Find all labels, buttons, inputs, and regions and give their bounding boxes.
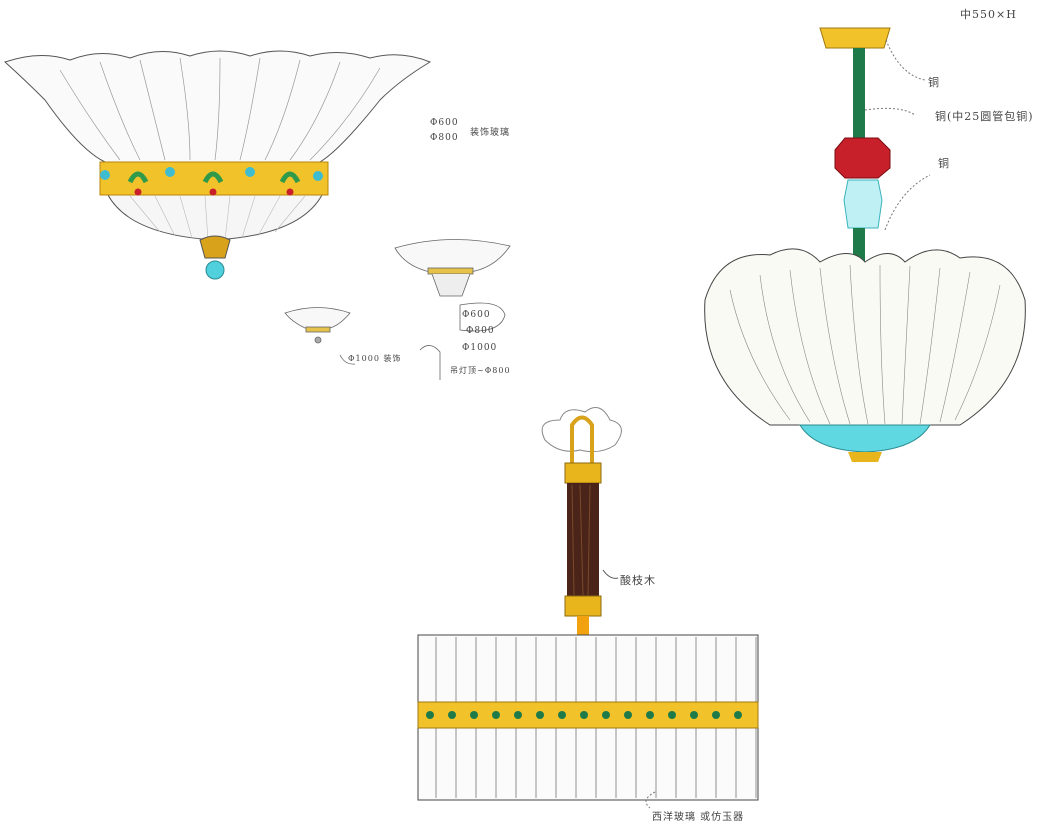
band-ornament bbox=[734, 711, 742, 719]
band-ornament bbox=[602, 711, 610, 719]
band-ornament bbox=[712, 711, 720, 719]
lotus-pendant-lamp bbox=[704, 27, 1026, 462]
band-ornament bbox=[470, 711, 478, 719]
band-ornament bbox=[690, 711, 698, 719]
band-ornament bbox=[646, 711, 654, 719]
small-size-2: Φ800 bbox=[466, 326, 495, 336]
small-lamp-sketches bbox=[284, 239, 511, 380]
band-gems bbox=[100, 167, 323, 196]
left-size-2: Φ800 bbox=[430, 133, 459, 143]
crystal-material-label: 铜 bbox=[938, 157, 950, 170]
small-note-2: 吊灯顶~Φ800 bbox=[450, 366, 511, 375]
small-size-3: Φ1000 bbox=[462, 343, 498, 353]
rod-material-label: 铜(中25圆管包铜) bbox=[935, 110, 1034, 123]
small-note: Φ1000 装饰 bbox=[348, 354, 402, 363]
band-ornament bbox=[448, 711, 456, 719]
shade-material-label: 西洋玻璃 或仿玉器 bbox=[652, 812, 745, 823]
band-ornament bbox=[580, 711, 588, 719]
band-ornament bbox=[426, 711, 434, 719]
small-size-1: Φ600 bbox=[462, 310, 491, 320]
canopy-material-label: 铜 bbox=[928, 76, 940, 89]
cylinder-pendant-lamp bbox=[417, 407, 759, 809]
band-ornament bbox=[668, 711, 676, 719]
bowl-ceiling-lamp bbox=[4, 50, 432, 280]
band-ornament bbox=[536, 711, 544, 719]
column-material-label: 酸枝木 bbox=[620, 574, 656, 587]
dimension-label: 中550×H bbox=[960, 8, 1017, 21]
band-ornament bbox=[624, 711, 632, 719]
left-size-1: Φ600 bbox=[430, 118, 459, 128]
band-ornament bbox=[492, 711, 500, 719]
band-ornament bbox=[558, 711, 566, 719]
left-note: 装饰玻璃 bbox=[470, 128, 511, 138]
band-ornament bbox=[514, 711, 522, 719]
